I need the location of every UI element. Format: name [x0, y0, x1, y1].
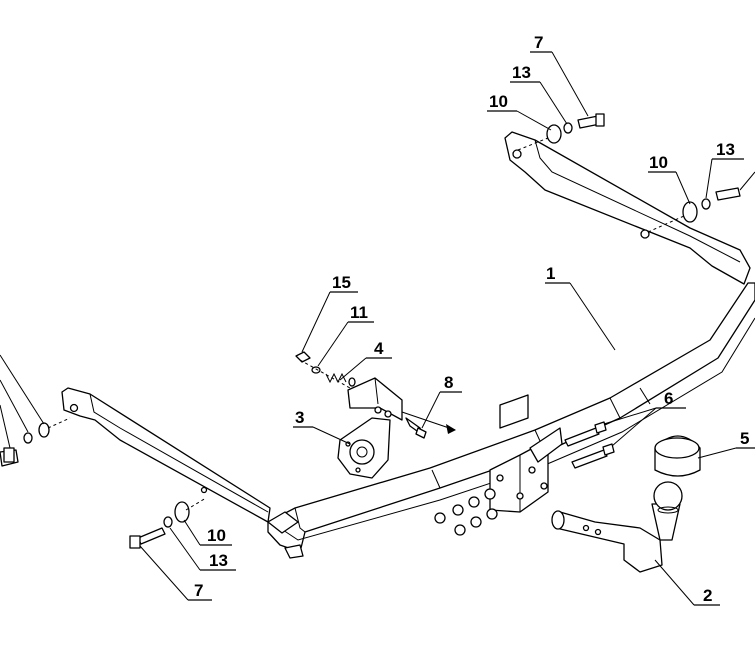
callout-3: 3: [295, 408, 304, 427]
callout-10-right: 10: [649, 153, 668, 172]
main-crossbeam: [267, 282, 755, 559]
top-right-fasteners: [517, 113, 605, 151]
callout-13-bottom: 13: [209, 551, 228, 570]
socket-fasteners: [295, 351, 356, 389]
callout-11: 11: [350, 303, 368, 322]
socket-plate-part-3: [337, 417, 391, 479]
callout-5: 5: [740, 429, 749, 448]
left-fasteners: [0, 417, 71, 467]
socket-bracket-part-4: [347, 377, 403, 421]
callout-7-bottom: 7: [194, 581, 203, 600]
bolts-part-6: [564, 421, 615, 469]
center-bracket: [489, 394, 563, 513]
leader-lines: [0, 51, 755, 606]
right-side-arm: [504, 131, 751, 285]
bracket-nuts: [434, 488, 498, 536]
callout-15: 15: [332, 273, 351, 292]
tow-ball-part-2: [551, 481, 683, 573]
callout-1: 1: [546, 264, 555, 283]
ball-cap-part-5: [654, 435, 701, 477]
far-right-fasteners: [647, 187, 741, 233]
lower-left-fasteners: [129, 497, 207, 549]
callout-2: 2: [703, 586, 712, 605]
callout-10-bottom: 10: [207, 526, 226, 545]
callout-6: 6: [664, 389, 673, 408]
bolt-part-8: [401, 411, 456, 439]
callout-7-top: 7: [534, 33, 543, 52]
callout-13-top: 13: [512, 63, 531, 82]
left-side-arm: [61, 387, 271, 523]
callout-13-right: 13: [716, 140, 735, 159]
callout-8: 8: [444, 373, 453, 392]
callout-10-top: 10: [489, 92, 508, 111]
callout-4: 4: [374, 339, 384, 358]
